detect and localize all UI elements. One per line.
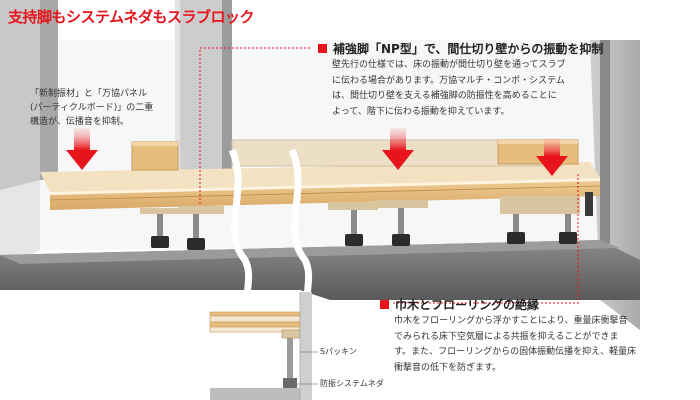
baseboard-body-line: 衝撃音の低下を防ぎます。: [394, 362, 502, 373]
np-body-line: 壁先行の仕様では、床の振動が間仕切り壁を通ってスラブ: [332, 60, 566, 70]
concrete-slab: [0, 240, 640, 300]
baseboard: [585, 192, 593, 216]
baseboard-body-line: 巾木をフローリングから浮かすことにより、重量床衝撃音: [394, 316, 628, 326]
baseboard-heading-text: 巾木とフローリングの絶縁: [395, 298, 540, 312]
double-structure-callout: 「新制振材」と「万協パネル (パーティクルボード)」の二重 構造が、伝播音を抑制…: [30, 87, 153, 129]
neda-label: 防振システムネダ: [320, 379, 384, 388]
baseboard-section-heading: 巾木とフローリングの絶縁: [380, 296, 539, 313]
leader-line-baseboard: [393, 174, 579, 304]
floor-panel: [40, 162, 601, 210]
impact-arrow: [382, 128, 414, 170]
bullet-square-icon: [380, 300, 389, 309]
np-body-line: は、間仕切り壁を支える補強脚の防振性を高めることに: [332, 91, 557, 101]
baseboard-section-body: 巾木をフローリングから浮かすことにより、重量床衝撃音 でみられる床下空気層による…: [394, 314, 636, 376]
support-leg: [178, 206, 224, 250]
page-title: 支持脚もシステムネダもスラブロック: [8, 8, 255, 26]
partition-wall: [175, 0, 232, 182]
callout-line: 「新制振材」と「万協パネル: [30, 89, 148, 99]
support-leg: [328, 202, 378, 246]
support-leg: [556, 196, 580, 244]
support-leg: [140, 208, 180, 248]
detail-inset: [206, 292, 318, 400]
support-leg: [500, 196, 556, 244]
left-wall-column: [0, 0, 58, 190]
callout-line: (パーティクルボード)」の二重: [30, 103, 154, 113]
np-heading-text: 補強脚「NP型」で、間仕切り壁からの振動を抑制: [333, 42, 604, 56]
leader-line-np: [199, 47, 310, 205]
callout-line: 構造が、伝播音を抑制。: [30, 117, 129, 127]
np-body-line: に伝わる場合があります。万協マルチ・コンポ・システム: [332, 75, 565, 86]
impact-arrow: [66, 128, 98, 170]
np-section-body: 壁先行の仕様では、床の振動が間仕切り壁を通ってスラブ に伝わる場合があります。万…: [332, 58, 566, 120]
baseboard-body-line: でみられる床下空気層による共振を抑えることができま: [394, 331, 619, 342]
support-leg: [378, 200, 428, 246]
impact-arrow: [536, 138, 568, 176]
np-body-line: よって、階下に伝わる振動を抑えています。: [332, 106, 510, 117]
baseboard-body-line: す。また、フローリングからの固体振動伝播を抑え、軽量床: [394, 347, 637, 357]
bullet-square-icon: [318, 44, 327, 53]
np-section-heading: 補強脚「NP型」で、間仕切り壁からの振動を抑制: [318, 40, 603, 57]
packing-label: Sパッキン: [320, 347, 357, 356]
